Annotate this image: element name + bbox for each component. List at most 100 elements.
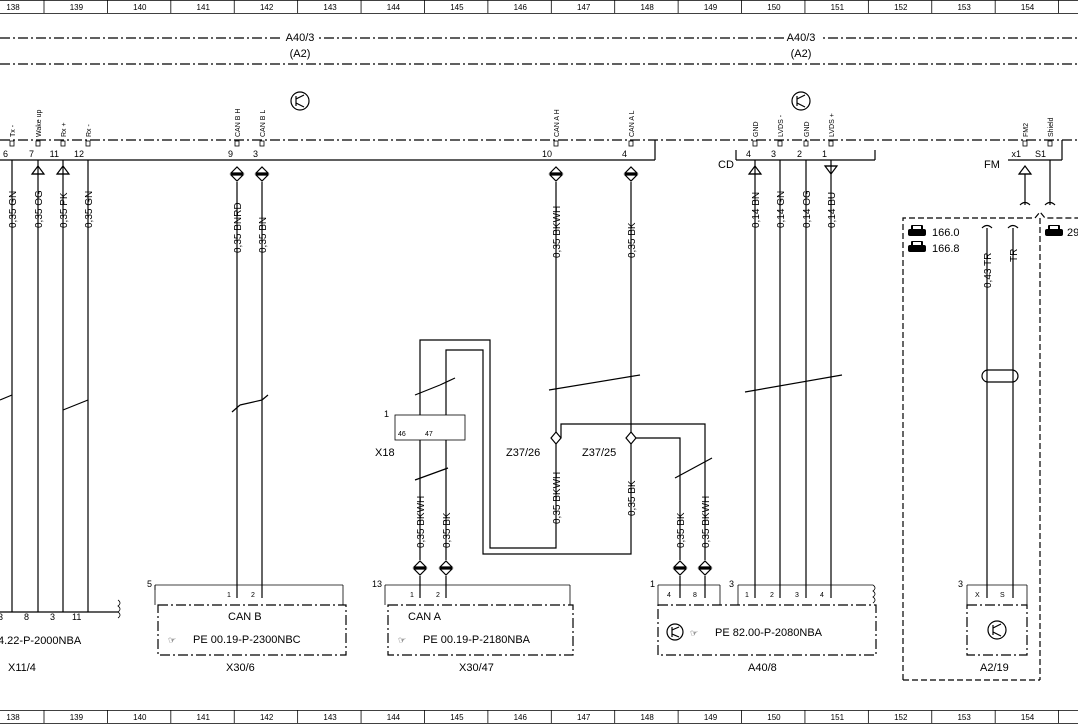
svg-text:3: 3 xyxy=(795,592,799,599)
grid-column-label: 150 xyxy=(767,713,781,722)
grid-column-label: 146 xyxy=(514,3,528,12)
grid-column-label: 145 xyxy=(450,3,464,12)
svg-text:4: 4 xyxy=(667,592,671,599)
grid-column-label: 138 xyxy=(6,3,20,12)
wire-color-label: 0,14 GN xyxy=(776,191,787,228)
wire-color-label: 0,35 BKWH xyxy=(552,472,563,524)
svg-text:2: 2 xyxy=(770,592,774,599)
pin-signal-label: Tx - xyxy=(10,124,17,137)
wire-color-label: 0,35 BNRD xyxy=(233,202,244,253)
grid-column-label: 138 xyxy=(6,713,20,722)
pin-number: 3 xyxy=(253,149,258,159)
svg-text:3: 3 xyxy=(729,579,734,589)
x30-47-ref: PE 00.19-P-2180NBA xyxy=(423,634,531,646)
grid-column-label: 139 xyxy=(70,713,84,722)
svg-text:3: 3 xyxy=(50,612,55,622)
svg-text:X: X xyxy=(975,592,980,599)
pin-number: 12 xyxy=(74,149,84,159)
pin-number: 10 xyxy=(542,149,552,159)
svg-text:1: 1 xyxy=(650,579,655,589)
wire-color-label: 0,14 BN xyxy=(751,192,762,228)
a2-19-module: 3 X S A2/19 xyxy=(958,579,1028,674)
component-label-a40-3-left: A40/3 xyxy=(286,32,315,44)
pin-number: x1 xyxy=(1011,149,1021,159)
svg-text:2: 2 xyxy=(251,592,255,599)
pin-signal-label: Rx - xyxy=(86,124,93,138)
wire-color-label: 0,35 BK xyxy=(676,512,687,548)
reference-hand-icon: ☞ xyxy=(398,635,406,645)
pin-number: 4 xyxy=(746,149,751,159)
pin-signal-label: LVDS - xyxy=(778,114,785,137)
wire-color-label: 0,35 BKWH xyxy=(701,496,712,548)
a40-8-ref: PE 82.00-P-2080NBA xyxy=(715,627,823,639)
x11-4-id: X11/4 xyxy=(8,662,36,674)
component-label-a40-3-right: A40/3 xyxy=(787,32,816,44)
grid-column-label: 149 xyxy=(704,713,718,722)
grid-column-label: 148 xyxy=(640,713,654,722)
connector-cd-label: CD xyxy=(718,159,734,171)
svg-text:46: 46 xyxy=(398,431,406,438)
svg-text:3: 3 xyxy=(0,612,3,622)
grid-column-label: 153 xyxy=(957,713,971,722)
wire-color-label: 0,35 BN xyxy=(258,217,269,253)
grid-column-label: 152 xyxy=(894,713,908,722)
connector-fm-label: FM xyxy=(984,159,1000,171)
splice-z37-26: Z37/26 xyxy=(506,431,562,459)
pin-signal-label: GND xyxy=(804,121,811,137)
grid-column-label: 143 xyxy=(323,3,337,12)
wire-color-label: 0,35 BKWH xyxy=(416,496,427,548)
component-sub-a2-right: (A2) xyxy=(791,48,812,60)
pin-signal-label: CAN B H xyxy=(235,109,242,137)
grid-column-label: 144 xyxy=(387,713,401,722)
x30-47-module: 13 1 2 CAN A ☞ PE 00.19-P-2180NBA X30/47 xyxy=(372,579,574,674)
pin-number: 1 xyxy=(822,149,827,159)
x30-6-module: 5 1 2 CAN B ☞ PE 00.19-P-2300NBC X30/6 xyxy=(147,579,347,674)
x11-4-module: 3 8 3 11 4.22-P-2000NBA X11/4 xyxy=(0,599,121,674)
svg-text:1: 1 xyxy=(410,592,414,599)
wire-color-label: 0,35 BK xyxy=(627,222,638,258)
grid-column-label: 141 xyxy=(197,3,211,12)
component-sub-a2-left: (A2) xyxy=(290,48,311,60)
pin-signal-label: Wake up xyxy=(36,110,43,137)
grid-column-label: 151 xyxy=(831,713,845,722)
wire-color-label: 0,14 BU xyxy=(827,192,838,228)
reference-hand-icon: ☞ xyxy=(690,628,698,638)
variant-166-0: 166.0 xyxy=(932,227,960,239)
grid-column-label: 148 xyxy=(640,3,654,12)
a2-19-id: A2/19 xyxy=(980,662,1009,674)
splice-z37-25: Z37/25 xyxy=(582,431,637,459)
transistor-icon xyxy=(987,620,1007,640)
transistor-icon xyxy=(791,91,811,111)
wire-color-label: 0,35 GN xyxy=(84,191,95,228)
wire-color-label: 0,35 BK xyxy=(627,480,638,516)
x18-label: X18 xyxy=(375,447,395,459)
svg-text:8: 8 xyxy=(24,612,29,622)
grid-column-label: 151 xyxy=(831,3,845,12)
svg-text:Z37/26: Z37/26 xyxy=(506,447,540,459)
pin-number: 7 xyxy=(29,149,34,159)
pin-signal-label: LVDS + xyxy=(829,113,836,137)
grid-column-label: 139 xyxy=(70,3,84,12)
reference-hand-icon: ☞ xyxy=(168,635,176,645)
svg-text:1: 1 xyxy=(384,409,389,419)
pin-signal-label: CAN A L xyxy=(629,110,636,137)
pin-signal-label: Rx + xyxy=(61,122,68,137)
grid-column-label: 152 xyxy=(894,3,908,12)
grid-column-label: 143 xyxy=(323,713,337,722)
grid-column-label: 153 xyxy=(957,3,971,12)
svg-text:CAN B: CAN B xyxy=(228,611,262,623)
pin-number: 2 xyxy=(797,149,802,159)
pin-signal-label: CAN B L xyxy=(260,110,267,137)
wire-color-label: 0,35 BK xyxy=(442,512,453,548)
grid-column-label: 141 xyxy=(197,713,211,722)
wire-color-label: 0,35 BKWH xyxy=(552,206,563,258)
grid-column-label: 142 xyxy=(260,3,274,12)
variant-166-8: 166.8 xyxy=(932,243,960,255)
pin-number: S1 xyxy=(1035,149,1046,159)
transistor-icon xyxy=(290,91,310,111)
wire-color-label: 0,35 OG xyxy=(34,190,45,228)
svg-text:4: 4 xyxy=(820,592,824,599)
grid-column-label: 142 xyxy=(260,713,274,722)
